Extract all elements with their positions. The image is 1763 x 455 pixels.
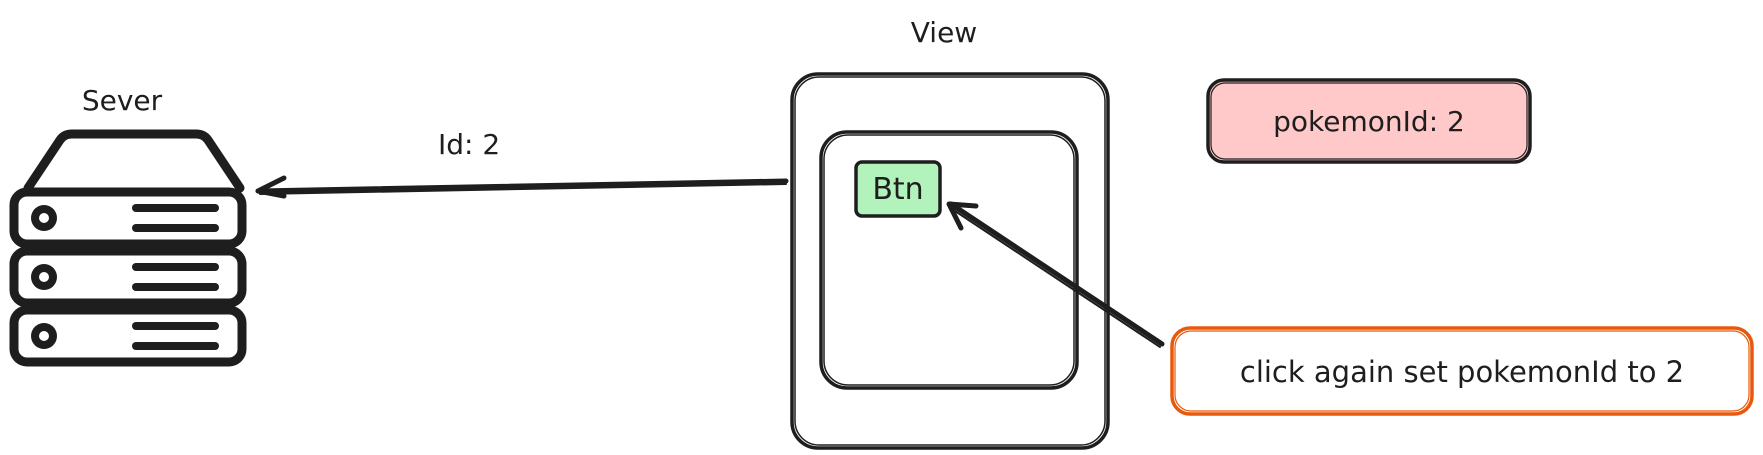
server-unit-details (31, 204, 219, 350)
arrow-shaft (255, 178, 789, 194)
arrow-shaft (948, 201, 1165, 347)
arrow-head (255, 175, 287, 199)
btn-button-bg[interactable] (854, 160, 942, 218)
server-unit-1 (9, 187, 247, 249)
state-box-text: pokemonId: 2 (1273, 105, 1465, 138)
server-top (23, 129, 245, 193)
arrow-view-to-server (255, 175, 789, 199)
btn-button[interactable]: Btn (854, 160, 942, 218)
server-unit-3 (9, 305, 247, 367)
server-label: Sever (82, 84, 163, 117)
server-icon (9, 129, 247, 367)
arrow-note-to-button (946, 201, 1165, 348)
view-frame-inner (819, 130, 1079, 390)
view-group: View Btn (790, 16, 1110, 450)
arrow-label-id: Id: 2 (438, 128, 500, 161)
note-box: click again set pokemonId to 2 (1170, 326, 1754, 416)
state-box: pokemonId: 2 (1206, 78, 1532, 164)
state-box-bg (1206, 78, 1532, 164)
server-unit-2 (9, 246, 247, 308)
server-group: Sever (9, 84, 247, 367)
btn-button-label[interactable]: Btn (872, 172, 923, 207)
view-frame-outer (790, 72, 1110, 450)
note-box-border (1170, 326, 1754, 416)
arrow-head (946, 201, 979, 231)
note-text: click again set pokemonId to 2 (1240, 355, 1684, 389)
view-label: View (911, 16, 977, 49)
